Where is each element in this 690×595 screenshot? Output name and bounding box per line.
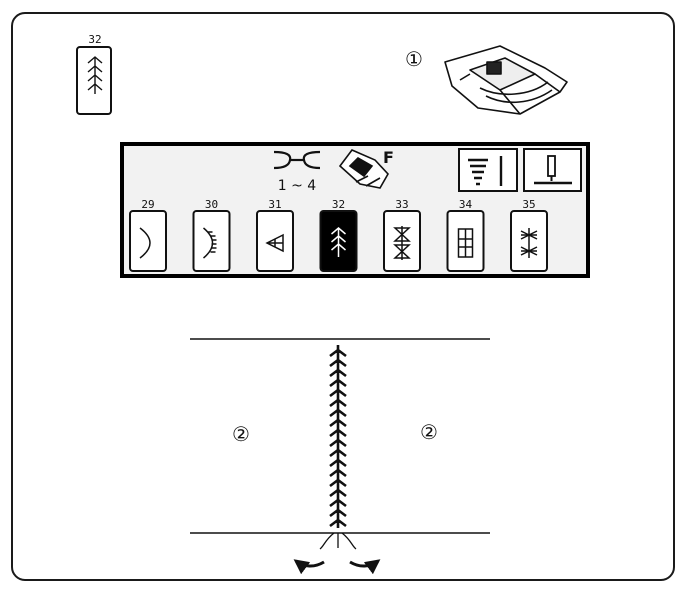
pattern-button-34[interactable]: 34	[446, 198, 485, 272]
diagram-frame	[11, 12, 675, 581]
ladder-stitch-icon	[457, 228, 474, 258]
pattern-button-30[interactable]: 30	[192, 198, 231, 272]
feather-stitch-icon	[87, 56, 103, 94]
selected-pattern-number: 32	[88, 33, 101, 46]
pattern-button-32[interactable]: 32	[319, 198, 358, 272]
foot-letter: F	[383, 148, 394, 167]
pattern-button-frame	[129, 210, 167, 272]
crescent-stitch-icon	[139, 227, 151, 259]
pattern-number-label: 32	[332, 198, 345, 211]
pattern-button-31[interactable]: 31	[256, 198, 294, 272]
arrow-right-icon	[349, 559, 381, 575]
tension-button[interactable]	[458, 148, 518, 192]
cross-diamond-stitch-icon	[393, 226, 411, 260]
pattern-button-33[interactable]: 33	[383, 198, 421, 272]
pattern-button-35[interactable]: 35	[510, 198, 548, 272]
selected-pattern-card: 32	[76, 33, 112, 115]
fabric-illustration: ② ②	[190, 338, 490, 575]
pattern-number-label: 34	[459, 198, 473, 211]
tulip-stitch-icon	[265, 233, 284, 253]
callout-fabric-left: ②	[232, 422, 250, 446]
seam-chevrons	[329, 345, 347, 528]
presser-foot-icon	[444, 45, 568, 115]
lcd-screen: 1 ~ 4 F 29 30 31 32 33 34 35	[120, 142, 590, 278]
thread-tension-range: 1 ~ 4	[278, 178, 317, 194]
foot-pictogram-icon	[338, 149, 389, 189]
feather-stitch-icon	[331, 227, 346, 257]
feather-seam	[329, 345, 347, 528]
fabric-flap	[319, 532, 357, 550]
arrow-left-icon	[293, 559, 325, 575]
pattern-number-label: 35	[522, 198, 535, 211]
thread-tension-icon	[273, 150, 321, 170]
pattern-number-label: 29	[141, 198, 154, 211]
star-stitch-icon	[520, 228, 538, 258]
pattern-row: 29 30 31 32 33 34 35	[129, 198, 548, 272]
needle-icon	[547, 155, 556, 177]
callout-fabric-right: ②	[420, 420, 438, 444]
tension-levels-icon	[468, 158, 488, 186]
pattern-number-label: 31	[268, 198, 281, 211]
pattern-number-label: 33	[395, 198, 408, 211]
needle-position-button[interactable]	[523, 148, 582, 192]
callout-presser-foot: ①	[405, 47, 423, 71]
pattern-button-frame	[192, 210, 231, 272]
scallop-stitch-icon	[203, 227, 217, 259]
pattern-number-label: 30	[205, 198, 218, 211]
pattern-button-29[interactable]: 29	[129, 198, 167, 272]
